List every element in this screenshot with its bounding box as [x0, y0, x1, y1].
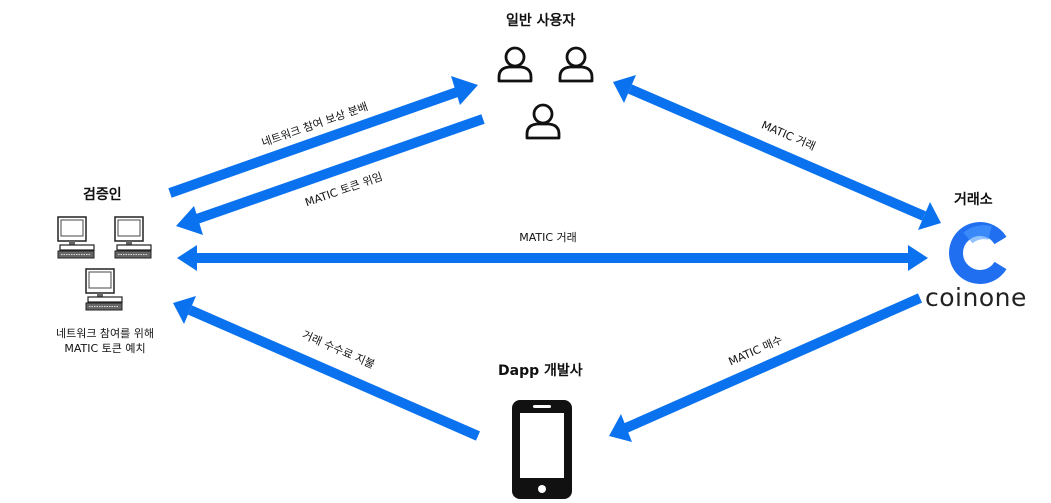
arrow-reward-distribution: [168, 76, 478, 198]
validators-caption-line1: 네트워크 참여를 위해: [55, 327, 155, 340]
person-icon: [525, 103, 561, 140]
exchange-title: 거래소: [954, 192, 993, 208]
person-icon: [558, 46, 594, 83]
validators-title: 검증인: [83, 187, 122, 203]
label-validators-exchange-trade: MATIC 거래: [519, 231, 577, 244]
computer-icon: [114, 216, 152, 259]
arrow-fee-payment: [173, 296, 481, 441]
person-icon: [497, 46, 533, 83]
developer-title: Dapp 개발사: [498, 363, 583, 379]
validators-computers-icon: [57, 216, 152, 311]
arrow-validators-exchange-trade: [177, 245, 928, 271]
arrow-matic-purchase: [609, 293, 923, 442]
arrow-users-exchange-trade: [613, 75, 941, 230]
smartphone-icon: [512, 400, 572, 499]
users-title: 일반 사용자: [506, 13, 576, 29]
coinone-logo-icon: [949, 222, 1007, 284]
coinone-wordmark: coinone: [925, 283, 1027, 312]
validators-caption-line2: MATIC 토큰 예치: [64, 342, 146, 355]
users-group-icon: [497, 46, 594, 140]
computer-icon: [57, 216, 95, 259]
validators-caption: 네트워크 참여를 위해 MATIC 토큰 예치: [20, 326, 190, 356]
computer-icon: [85, 268, 123, 311]
arrow-token-delegation: [176, 114, 485, 235]
